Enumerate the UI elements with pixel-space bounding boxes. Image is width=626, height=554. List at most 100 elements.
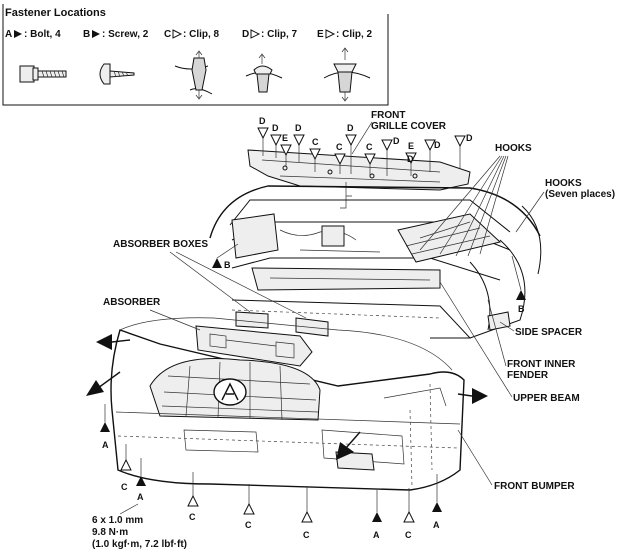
legend-item-c: C : Clip, 8 <box>164 29 220 40</box>
svg-text:D: D <box>259 116 266 126</box>
filled-triangle-icon <box>14 30 22 38</box>
svg-text:A: A <box>373 530 380 540</box>
clip-e-icon <box>323 47 371 102</box>
callout-b-left: B <box>212 243 239 270</box>
svg-text:A: A <box>433 520 440 530</box>
callout-d: D <box>270 123 282 158</box>
open-triangle-icon <box>250 29 261 39</box>
arrow-left-icon <box>96 334 112 350</box>
svg-text:B: B <box>518 304 525 314</box>
callout-d: D <box>454 133 473 168</box>
svg-text:B: B <box>224 260 231 270</box>
legend-item-d: D : Clip, 7 <box>242 29 298 40</box>
front-bumper <box>110 317 465 491</box>
callout-a: A <box>100 404 110 450</box>
legend-letter-b: B <box>83 29 90 40</box>
fastener-legend: Fastener Locations A : Bolt, 4 B : Screw… <box>2 4 389 106</box>
callout-e: E <box>405 141 417 176</box>
label-absorber-boxes: ABSORBER BOXES <box>113 239 208 250</box>
callout-a: A <box>372 490 382 540</box>
legend-text-a: : Bolt, 4 <box>24 29 61 40</box>
svg-text:C: C <box>303 530 310 540</box>
svg-text:C: C <box>189 512 196 522</box>
clip-callouts-top: D D E D C C D C <box>257 116 473 176</box>
legend-letter-a: A <box>5 29 12 40</box>
label-upper-beam: UPPER BEAM <box>513 393 580 404</box>
open-triangle-icon <box>325 29 336 39</box>
legend-item-a: A : Bolt, 4 <box>5 29 61 40</box>
label-front-bumper: FRONT BUMPER <box>494 481 575 492</box>
torque-line-1: 6 x 1.0 mm <box>92 515 143 526</box>
screw-icon <box>99 63 135 85</box>
svg-text:D: D <box>393 136 400 146</box>
callout-d: D <box>257 116 269 156</box>
svg-text:E: E <box>282 133 288 143</box>
legend-letter-e: E <box>317 29 324 40</box>
callout-d: D <box>381 136 400 176</box>
bolt-icon <box>19 65 67 83</box>
callout-c: C <box>403 488 415 540</box>
legend-item-b: B : Screw, 2 <box>83 29 149 40</box>
svg-text:A: A <box>137 492 144 502</box>
torque-line-2: 9.8 N·m <box>92 527 128 538</box>
callout-e: E <box>280 133 292 166</box>
arrow-left-down-icon <box>86 380 104 396</box>
legend-text-b: : Screw, 2 <box>102 29 149 40</box>
direction-arrows <box>86 334 488 460</box>
filled-triangle-icon <box>92 30 100 38</box>
svg-text:C: C <box>312 137 319 147</box>
label-front-grille-cover-2: GRILLE COVER <box>371 121 447 132</box>
svg-text:C: C <box>336 142 343 152</box>
legend-text-e: : Clip, 2 <box>336 29 373 40</box>
svg-text:D: D <box>347 123 354 133</box>
bumper-callouts: A C A C C C A <box>100 404 442 540</box>
callout-c: C <box>364 142 376 176</box>
vehicle-body <box>209 185 542 339</box>
svg-text:D: D <box>295 123 302 133</box>
label-absorber: ABSORBER <box>103 297 161 308</box>
svg-text:C: C <box>245 520 252 530</box>
clip-c-icon <box>174 50 213 100</box>
label-front-inner-fender-1: FRONT INNER <box>507 359 576 370</box>
legend-text-d: : Clip, 7 <box>261 29 298 40</box>
callout-c: C <box>301 486 313 540</box>
legend-letter-c: C <box>164 29 171 40</box>
part-labels: FRONT GRILLE COVER HOOKS HOOKS (Seven pl… <box>103 110 615 492</box>
callout-d: D <box>407 154 414 164</box>
svg-text:E: E <box>408 141 414 151</box>
legend-title: Fastener Locations <box>5 7 106 19</box>
callout-d: D <box>345 123 357 174</box>
label-side-spacer: SIDE SPACER <box>515 327 583 338</box>
svg-text:A: A <box>102 440 109 450</box>
callout-c: C <box>120 444 132 492</box>
arrow-right-icon <box>472 388 488 404</box>
label-front-inner-fender-2: FENDER <box>507 370 549 381</box>
svg-text:C: C <box>121 482 128 492</box>
svg-text:D: D <box>272 123 279 133</box>
callout-d: D <box>293 123 305 162</box>
callout-a: A <box>432 474 442 530</box>
arrow-down-icon <box>336 442 354 460</box>
label-hooks-seven-2: (Seven places) <box>545 189 615 200</box>
svg-text:D: D <box>466 133 473 143</box>
label-hooks-seven-1: HOOKS <box>545 178 582 189</box>
svg-text:C: C <box>366 142 373 152</box>
open-triangle-icon <box>172 29 183 39</box>
svg-text:D: D <box>434 140 441 150</box>
callout-c: C <box>243 484 255 530</box>
callout-d: D <box>424 139 441 172</box>
callout-c: C <box>334 142 346 174</box>
screw-callouts: B B <box>212 243 526 314</box>
absorber <box>195 325 313 367</box>
legend-text-c: : Clip, 8 <box>183 29 220 40</box>
callout-b-right: B <box>511 255 526 314</box>
label-hooks: HOOKS <box>495 143 532 154</box>
callout-a: A <box>136 458 146 502</box>
torque-spec: 6 x 1.0 mm 9.8 N·m (1.0 kgf·m, 7.2 lbf·f… <box>92 503 187 550</box>
legend-item-e: E : Clip, 2 <box>317 29 373 40</box>
svg-text:C: C <box>405 530 412 540</box>
absorber-boxes <box>235 311 329 337</box>
callout-c: C <box>309 137 321 172</box>
clip-d-icon <box>245 53 283 93</box>
